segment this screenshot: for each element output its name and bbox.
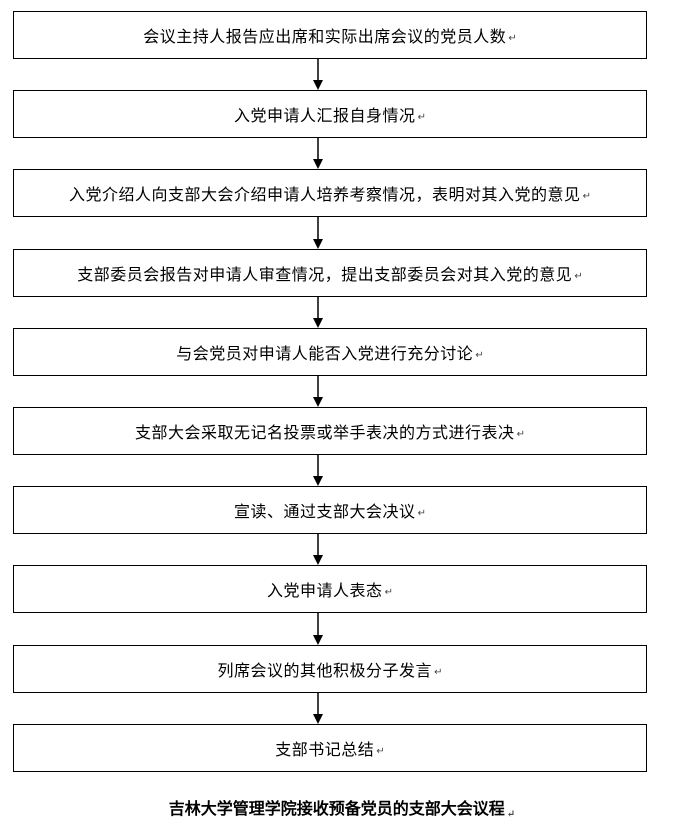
flow-step-text: 入党申请人表态	[267, 581, 383, 600]
flow-step-text: 支部大会采取无记名投票或举手表决的方式进行表决	[135, 423, 515, 442]
flow-step-text: 入党介绍人向支部大会介绍申请人培养考察情况，表明对其入党的意见	[69, 185, 581, 204]
paragraph-mark: ↵	[417, 111, 426, 123]
flow-step-text: 入党申请人汇报自身情况	[234, 106, 416, 125]
flow-arrow-icon	[313, 693, 323, 724]
paragraph-mark: ↵	[506, 809, 516, 820]
flow-arrow-icon	[313, 376, 323, 407]
flow-arrow-icon	[313, 613, 323, 645]
flow-step-box: 列席会议的其他积极分子发言↵	[13, 645, 647, 693]
flow-step-text: 会议主持人报告应出席和实际出席会议的党员人数	[143, 27, 507, 46]
paragraph-mark: ↵	[508, 32, 517, 44]
flow-step-box: 支部大会采取无记名投票或举手表决的方式进行表决↵	[13, 407, 647, 455]
flow-arrow-icon	[313, 534, 323, 565]
paragraph-mark: ↵	[384, 586, 393, 598]
flow-step-text: 宣读、通过支部大会决议	[234, 502, 416, 521]
paragraph-mark: ↵	[574, 270, 583, 282]
flow-step-text: 支部书记总结	[275, 740, 375, 759]
flow-step-text: 列席会议的其他积极分子发言	[217, 661, 433, 680]
paragraph-mark: ↵	[516, 428, 525, 440]
flow-arrow-icon	[313, 59, 323, 90]
flow-arrow-icon	[313, 217, 323, 249]
paragraph-mark: ↵	[376, 745, 385, 757]
flow-arrow-icon	[313, 455, 323, 486]
flow-step-box: 宣读、通过支部大会决议↵	[13, 486, 647, 534]
flow-step-box: 入党介绍人向支部大会介绍申请人培养考察情况，表明对其入党的意见↵	[13, 169, 647, 217]
flow-step-text: 与会党员对申请人能否入党进行充分讨论	[176, 344, 474, 363]
flow-step-box: 入党申请人汇报自身情况↵	[13, 90, 647, 138]
paragraph-mark: ↵	[582, 190, 591, 202]
paragraph-mark: ↵	[417, 507, 426, 519]
paragraph-mark: ↵	[475, 349, 484, 361]
flow-arrow-icon	[313, 138, 323, 169]
flow-arrow-icon	[313, 297, 323, 328]
caption-text: 吉林大学管理学院接收预备党员的支部大会议程	[168, 799, 505, 818]
flow-step-box: 与会党员对申请人能否入党进行充分讨论↵	[13, 328, 647, 376]
flow-step-box: 支部书记总结↵	[13, 724, 647, 772]
paragraph-mark: ↵	[434, 666, 443, 678]
flow-step-text: 支部委员会报告对申请人审查情况，提出支部委员会对其入党的意见	[77, 265, 573, 284]
flow-step-box: 入党申请人表态↵	[13, 565, 647, 613]
flow-step-box: 支部委员会报告对申请人审查情况，提出支部委员会对其入党的意见↵	[13, 249, 647, 297]
diagram-caption: 吉林大学管理学院接收预备党员的支部大会议程↵	[0, 795, 684, 820]
flow-step-box: 会议主持人报告应出席和实际出席会议的党员人数↵	[13, 11, 647, 59]
